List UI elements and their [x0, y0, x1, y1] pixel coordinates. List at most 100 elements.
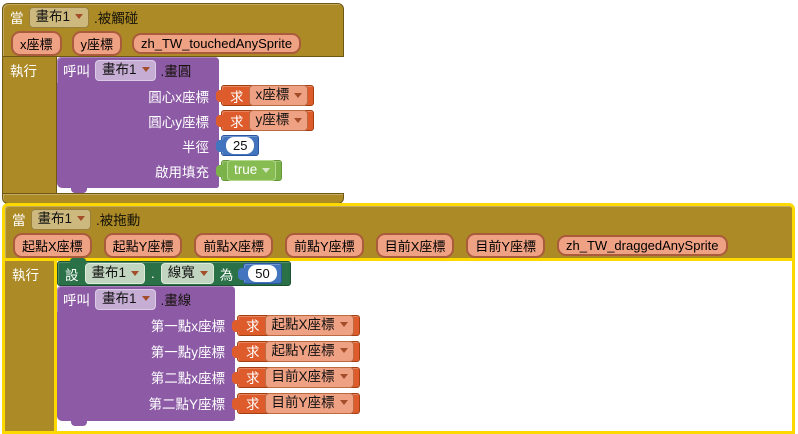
param-badge-start-y[interactable]: 起點Y座標 [103, 232, 183, 258]
variable-dropdown-value: 起點Y座標 [271, 342, 335, 358]
param-badge-touched-any-sprite[interactable]: zh_TW_touchedAnySprite [132, 32, 302, 54]
chevron-down-icon [262, 167, 271, 173]
param-badge-x[interactable]: x座標 [11, 30, 62, 56]
get-label: 求 [246, 371, 260, 386]
method-name-label: .畫線 [160, 293, 192, 308]
variable-dropdown-value: y座標 [255, 112, 290, 127]
event-block-header-area[interactable]: 當 畫布1 .被觸碰 x座標 y座標 zh_TW_touchedAnySprit… [2, 3, 344, 57]
event-block-header-area[interactable]: 當 畫布1 .被拖動 起點X座標 起點Y座標 前點X座標 前點Y座標 目前X座標… [2, 203, 795, 261]
event-block-bottom-bar[interactable] [2, 431, 795, 434]
get-variable-block[interactable]: 求 目前Y座標 [232, 392, 360, 414]
call-block-bottom [57, 416, 235, 421]
when-label: 當 [12, 213, 26, 228]
call-draw-line-block[interactable]: 呼叫 畫布1 .畫線 第一點x座標 求 起點X座標 [57, 286, 360, 426]
logic-true-block[interactable]: true [215, 160, 283, 181]
arg-label: 半徑 [57, 133, 219, 158]
component-dropdown-value: 畫布1 [102, 61, 137, 77]
get-label: 求 [246, 345, 260, 360]
event-block-canvas-touched[interactable]: 當 畫布1 .被觸碰 x座標 y座標 zh_TW_touchedAnySprit… [2, 3, 344, 204]
do-label: 執行 [10, 64, 37, 79]
property-dropdown[interactable]: 線寬 [160, 263, 214, 284]
param-badge-current-x[interactable]: 目前X座標 [375, 232, 455, 258]
component-dropdown[interactable]: 畫布1 [30, 208, 92, 230]
chevron-down-icon [131, 270, 140, 276]
arg-row-x1: 第一點x座標 求 起點X座標 [57, 312, 360, 338]
param-badge-y[interactable]: y座標 [71, 30, 123, 56]
variable-dropdown[interactable]: 目前Y座標 [264, 392, 354, 414]
component-dropdown[interactable]: 畫布1 [95, 59, 156, 81]
arg-row-center-y: 圓心y座標 求 y座標 [57, 108, 315, 133]
variable-dropdown[interactable]: x座標 [248, 85, 309, 106]
variable-dropdown[interactable]: 起點Y座標 [264, 340, 354, 362]
arg-label: 啟用填充 [57, 158, 219, 183]
arg-row-y2: 第二點Y座標 求 目前Y座標 [57, 390, 360, 416]
call-label: 呼叫 [63, 293, 90, 308]
param-badge-prev-x[interactable]: 前點X座標 [194, 232, 274, 258]
variable-dropdown-value: 目前X座標 [271, 368, 335, 384]
chevron-down-icon [339, 322, 348, 327]
event-name-label: .被觸碰 [94, 11, 139, 26]
component-dropdown[interactable]: 畫布1 [95, 288, 156, 310]
logic-dropdown[interactable]: true [227, 160, 277, 181]
param-badge-prev-y[interactable]: 前點Y座標 [285, 232, 364, 258]
variable-dropdown[interactable]: y座標 [248, 110, 309, 131]
get-label: 求 [246, 319, 260, 334]
param-badge-current-y[interactable]: 目前Y座標 [466, 232, 546, 258]
get-variable-block[interactable]: 求 x座標 [215, 85, 315, 106]
param-badge-dragged-any-sprite[interactable]: zh_TW_draggedAnySprite [557, 234, 728, 256]
property-dropdown-value: 線寬 [167, 265, 195, 280]
get-label: 求 [230, 89, 244, 105]
arg-label: 第一點x座標 [57, 312, 235, 338]
method-name-label: .畫圓 [160, 64, 192, 79]
chevron-down-icon [77, 216, 86, 221]
chevron-down-icon [141, 296, 150, 301]
when-label: 當 [10, 11, 24, 26]
component-dropdown[interactable]: 畫布1 [28, 6, 90, 28]
chevron-down-icon [294, 92, 303, 98]
do-label: 執行 [12, 268, 39, 283]
get-variable-block[interactable]: 求 目前X座標 [232, 366, 360, 388]
chevron-down-icon [294, 117, 303, 123]
chevron-down-icon [339, 374, 348, 379]
variable-dropdown-value: 目前Y座標 [271, 394, 335, 410]
variable-dropdown-value: x座標 [255, 87, 290, 102]
call-block-bottom [57, 183, 219, 188]
arg-label: 第二點Y座標 [57, 390, 235, 416]
variable-dropdown-value: 起點X座標 [271, 316, 335, 332]
arg-row-fill: 啟用填充 true [57, 158, 314, 183]
arg-label: 圓心x座標 [57, 83, 219, 108]
logic-dropdown-value: true [234, 162, 258, 177]
dot-label: . [151, 266, 155, 281]
get-label: 求 [246, 397, 260, 412]
do-slot-bar: 執行 [2, 261, 57, 431]
call-label: 呼叫 [63, 64, 90, 79]
get-variable-block[interactable]: 求 y座標 [215, 110, 315, 131]
chevron-down-icon [199, 270, 208, 276]
to-label: 為 [219, 267, 234, 283]
call-draw-circle-block[interactable]: 呼叫 畫布1 .畫圓 圓心x座標 求 x座標 [57, 57, 315, 193]
chevron-down-icon [339, 348, 348, 353]
get-variable-block[interactable]: 求 起點Y座標 [232, 340, 360, 362]
component-dropdown-value: 畫布1 [102, 290, 137, 306]
event-block-canvas-dragged[interactable]: 當 畫布1 .被拖動 起點X座標 起點Y座標 前點X座標 前點Y座標 目前X座標… [2, 203, 795, 434]
component-dropdown[interactable]: 畫布1 [84, 263, 146, 284]
number-block[interactable]: 25 [215, 135, 260, 156]
event-name-label: .被拖動 [96, 213, 141, 228]
set-label: 設 [65, 267, 79, 283]
get-variable-block[interactable]: 求 起點X座標 [232, 314, 360, 336]
chevron-down-icon [75, 14, 84, 19]
arg-row-y1: 第一點y座標 求 起點Y座標 [57, 338, 360, 364]
param-badge-start-x[interactable]: 起點X座標 [13, 232, 92, 258]
variable-dropdown[interactable]: 起點X座標 [264, 314, 354, 336]
number-value[interactable]: 25 [226, 137, 255, 154]
number-block[interactable]: 50 [238, 263, 282, 284]
number-value[interactable]: 50 [248, 265, 277, 282]
set-line-width-block[interactable]: 設 畫布1 . 線寬 為 50 [57, 258, 291, 286]
component-dropdown-value: 畫布1 [35, 8, 71, 24]
arg-label: 第二點x座標 [57, 364, 235, 390]
chevron-down-icon [339, 400, 348, 405]
do-slot-bar: 執行 [2, 57, 57, 193]
variable-dropdown[interactable]: 目前X座標 [264, 366, 354, 388]
arg-label: 圓心y座標 [57, 108, 219, 133]
